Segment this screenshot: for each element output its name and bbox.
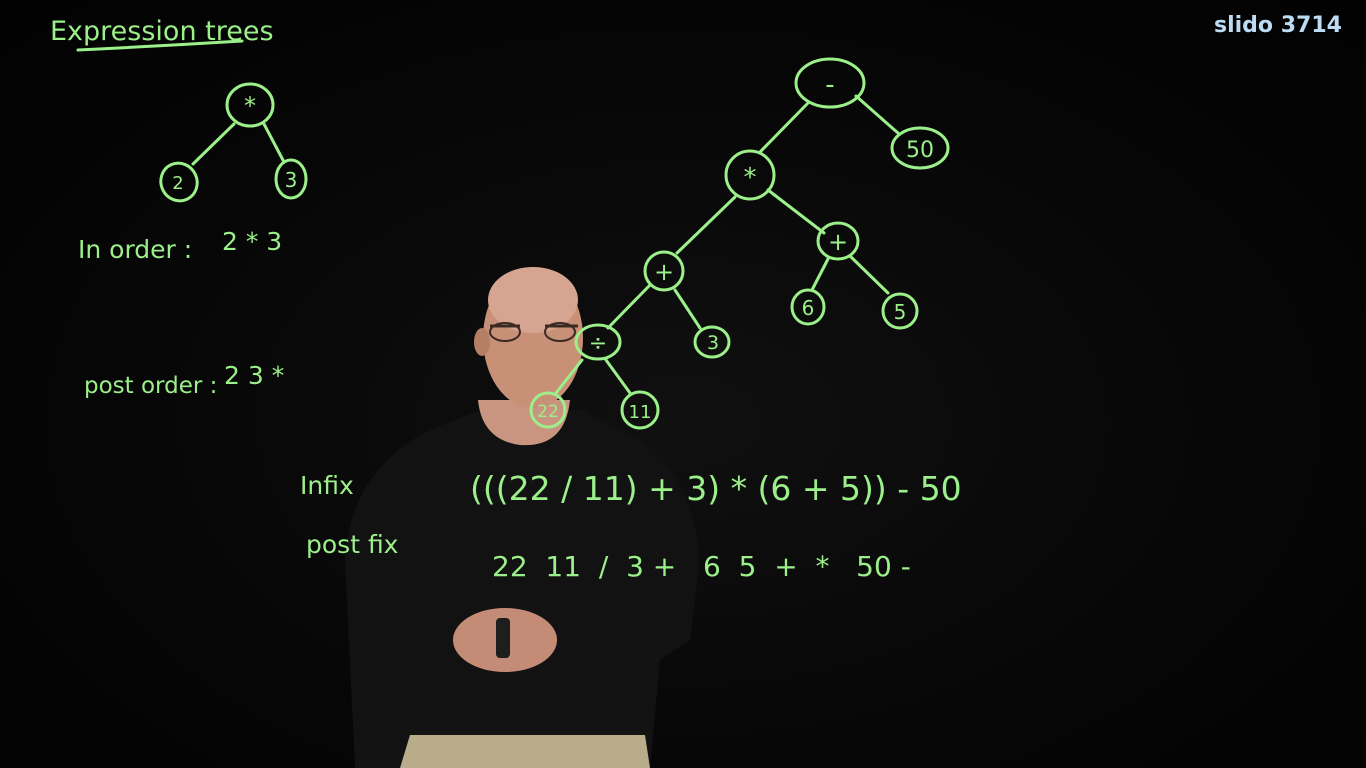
- postorder-value: 2 3 *: [224, 361, 284, 390]
- small-tree-right-label: 3: [285, 168, 298, 192]
- edge-plusright-5: [848, 254, 890, 295]
- node-5: [881, 292, 919, 330]
- presenter-neck: [478, 400, 570, 446]
- big-tree-edges: [554, 94, 900, 395]
- postorder-label: post order :: [84, 373, 217, 399]
- node-11-label: 11: [629, 402, 652, 423]
- small-tree-edge-left: [191, 122, 236, 166]
- edge-plusleft-div: [606, 283, 652, 330]
- small-tree-root-label: *: [244, 92, 256, 120]
- postfix-expression: 22 11 / 3 + 6 5 + * 50 -: [492, 550, 911, 583]
- node-plus-left: [643, 250, 685, 292]
- node-mul: [724, 149, 776, 201]
- node-5-label: 5: [894, 300, 907, 324]
- presenter-trousers: [400, 735, 650, 768]
- presenter-body: [345, 410, 700, 768]
- edge-minus-50: [854, 94, 900, 135]
- presenter-glasses-right: [544, 322, 576, 342]
- node-6: [790, 288, 826, 326]
- presenter-bald-top: [488, 267, 578, 333]
- edge-plusleft-3: [673, 288, 702, 330]
- presenter-ear: [474, 328, 490, 356]
- postfix-label: post fix: [306, 530, 398, 559]
- small-tree-root-node: [225, 82, 275, 128]
- slido-code: slido 3714: [1214, 13, 1342, 38]
- edge-mul-plusleft: [675, 195, 737, 255]
- node-22-label: 22: [537, 402, 559, 422]
- node-mul-label: *: [744, 163, 757, 193]
- presenter-marker: [496, 618, 510, 658]
- node-22: [529, 391, 567, 429]
- node-11: [620, 390, 660, 430]
- edge-mul-plusright: [766, 188, 826, 235]
- node-6-label: 6: [802, 296, 815, 320]
- node-minus-label: -: [825, 70, 834, 100]
- small-tree-left-node: [159, 161, 199, 203]
- title-underline: [76, 39, 244, 52]
- inorder-label: In order :: [78, 235, 192, 264]
- node-plus-right: [816, 221, 860, 261]
- big-expression-tree: - 50 * + 6 5 + 3 ÷ 22 11: [529, 57, 950, 430]
- edge-plusright-6: [810, 257, 830, 292]
- node-3: [693, 325, 731, 359]
- edge-div-22: [554, 358, 584, 395]
- node-50: [890, 126, 950, 170]
- node-50-label: 50: [906, 138, 934, 163]
- infix-expression: (((22 / 11) + 3) * (6 + 5)) - 50: [470, 469, 962, 508]
- node-3-label: 3: [707, 332, 719, 354]
- inorder-value: 2 * 3: [222, 227, 282, 256]
- presenter-glasses-left: [489, 322, 521, 342]
- small-tree-edge-right: [262, 122, 286, 164]
- edge-div-11: [604, 358, 632, 395]
- edge-minus-mul: [758, 101, 810, 154]
- presenter: [345, 267, 700, 768]
- small-expression-tree: * 2 3: [159, 82, 308, 203]
- small-tree-right-node: [274, 158, 308, 200]
- node-plus-left-label: +: [654, 258, 674, 286]
- infix-label: Infix: [300, 471, 354, 500]
- small-tree-left-label: 2: [172, 173, 183, 194]
- node-div-label: ÷: [589, 331, 607, 356]
- node-plus-right-label: +: [828, 228, 848, 256]
- node-minus: [794, 57, 866, 109]
- node-div: [574, 323, 622, 361]
